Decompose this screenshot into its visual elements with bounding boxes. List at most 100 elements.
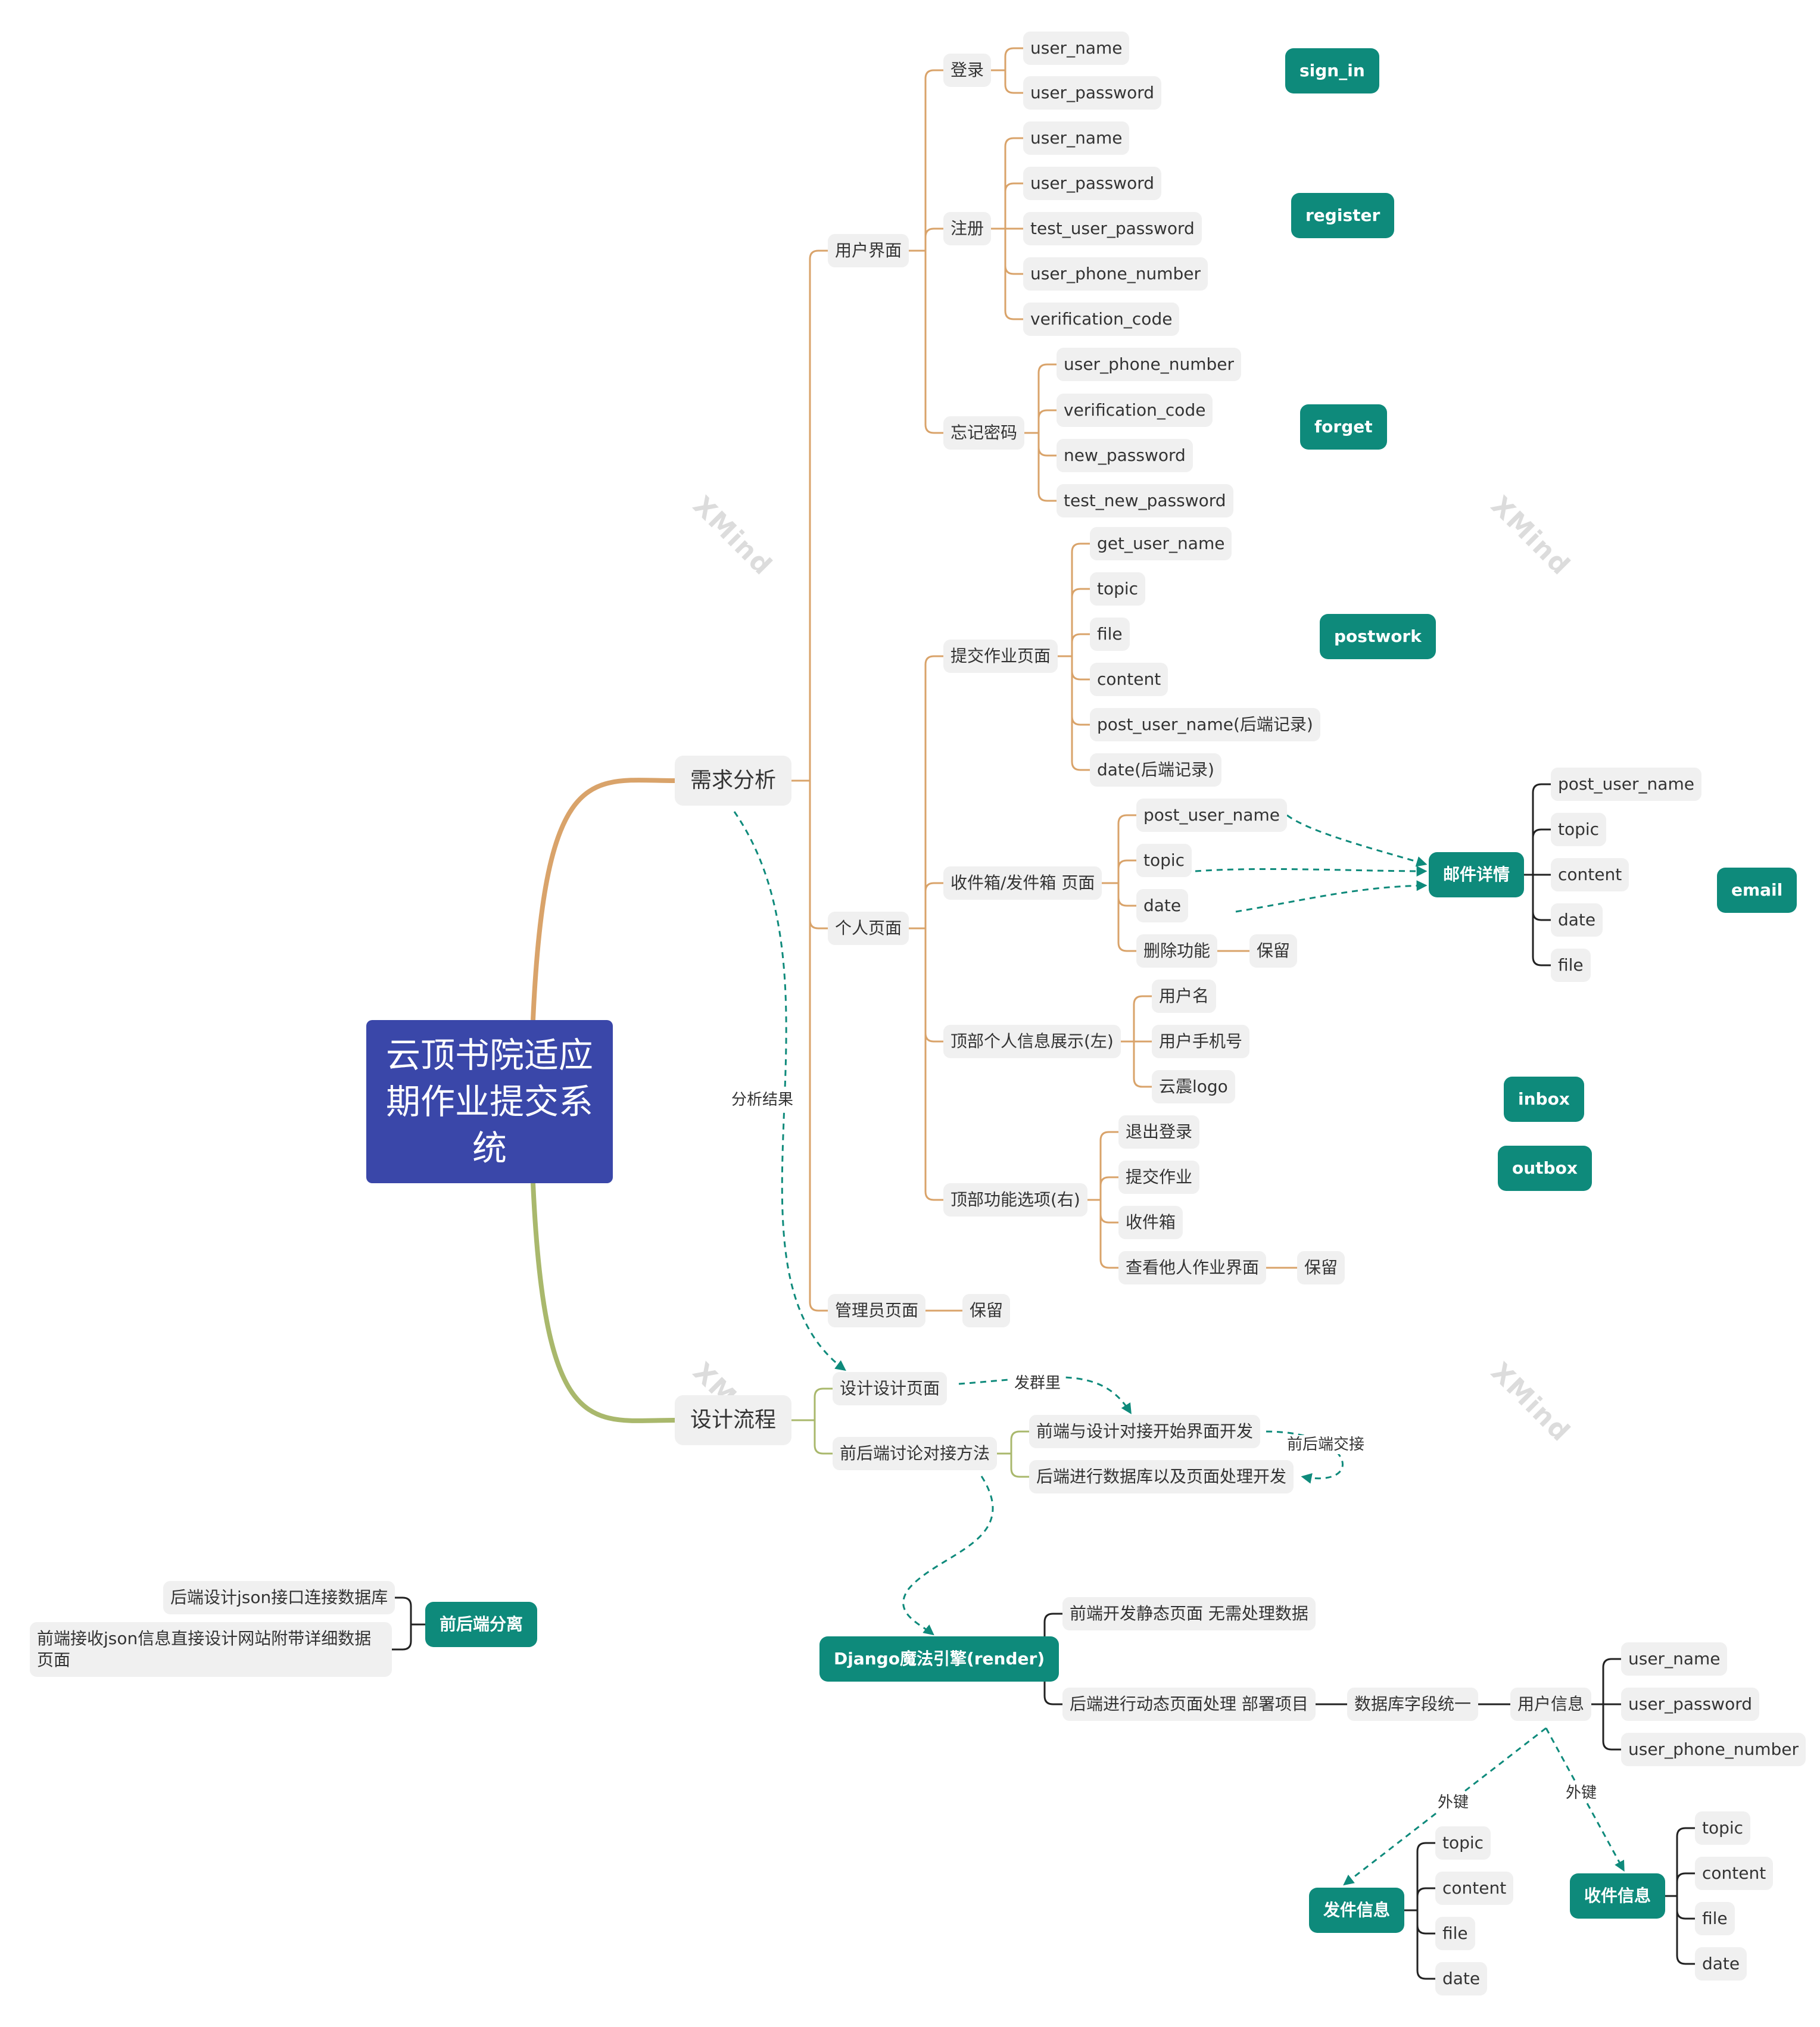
- node-n-sx-pun: post_user_name: [1136, 799, 1287, 832]
- topic-mail-detail: 邮件详情: [1429, 852, 1525, 897]
- node-n-fl2: 前端接收json信息直接设计网站附带详细数据页面: [30, 1622, 392, 1677]
- relation-arrow-analysis: [733, 811, 846, 1371]
- node-n-tj-pun: post_user_name(后端记录): [1090, 708, 1320, 741]
- connector-line: [1037, 409, 1057, 433]
- topic-admin-page: 管理员页面: [828, 1294, 926, 1327]
- topic-user-interface: 用户界面: [828, 234, 909, 267]
- node-n-sx-bl: 保留: [1249, 934, 1298, 968]
- central-topic: 云顶书院适应期作业提交系统: [366, 1020, 613, 1183]
- connector-line: [1117, 883, 1136, 952]
- node-n-dj-qd: 前端开发静态页面 无需处理数据: [1062, 1597, 1316, 1630]
- node-n-gn-tc: 退出登录: [1118, 1115, 1200, 1149]
- connector-line: [1117, 814, 1136, 883]
- relation-arrow-django: [902, 1476, 994, 1636]
- connector-line: [814, 1420, 833, 1455]
- topic-frontend-backend-separation: 前后端分离: [425, 1602, 538, 1647]
- connector-line: [1004, 182, 1023, 229]
- connector-line: [1676, 1896, 1695, 1965]
- node-n-zc-ph: user_phone_number: [1023, 257, 1208, 291]
- topic-sent-info: 发件信息: [1309, 1888, 1405, 1933]
- relation-arrow: [1286, 814, 1428, 867]
- connector-line: [1004, 70, 1023, 94]
- connector-line: [1004, 137, 1023, 229]
- relation-label-post: 发群里: [1011, 1374, 1064, 1393]
- connector-line: [924, 251, 943, 434]
- connector-line: [1532, 828, 1551, 875]
- topic-django-render: Django魔法引擎(render): [819, 1636, 1059, 1682]
- node-n-sx-topic: topic: [1136, 844, 1192, 877]
- node-n-fj-topic: topic: [1435, 1826, 1491, 1860]
- node-n-yhxx: 用户信息: [1510, 1688, 1592, 1721]
- connector-line: [1043, 1613, 1062, 1659]
- node-n-wj-tnp: test_new_password: [1057, 484, 1233, 517]
- topic-received-info: 收件信息: [1570, 1873, 1666, 1919]
- branch-design: [531, 1183, 675, 1423]
- node-n-gn-tj: 提交作业: [1118, 1161, 1200, 1194]
- node-n-wj-np: new_password: [1057, 439, 1193, 472]
- node-n-dbgn: 顶部功能选项(右): [943, 1183, 1087, 1217]
- node-n-db-sjh: 用户手机号: [1152, 1025, 1250, 1058]
- label-forget: forget: [1300, 404, 1387, 450]
- node-n-gn-bl: 保留: [1297, 1251, 1345, 1284]
- node-n-tj-gun: get_user_name: [1090, 527, 1232, 560]
- node-n-fj-file: file: [1435, 1917, 1475, 1950]
- node-n-zc: 注册: [943, 212, 992, 245]
- connector-line: [1010, 1454, 1029, 1478]
- topic-personal-page: 个人页面: [828, 912, 909, 945]
- connector-line: [1416, 1842, 1435, 1910]
- connector-line: [1532, 875, 1551, 921]
- node-n-dl: 登录: [943, 54, 992, 87]
- label-inbox: inbox: [1504, 1077, 1584, 1122]
- connector-line: [1117, 883, 1136, 907]
- label-postwork: postwork: [1320, 614, 1436, 659]
- node-n-sjx: 收件箱/发件箱 页面: [943, 866, 1102, 900]
- node-n-wj-ph: user_phone_number: [1057, 348, 1241, 381]
- connector-line: [1099, 1200, 1118, 1224]
- connector-line: [809, 781, 828, 1312]
- connector-line: [1071, 656, 1090, 726]
- node-n-sj-topic: topic: [1695, 1811, 1751, 1845]
- node-n-wjmm: 忘记密码: [943, 416, 1025, 450]
- connector-line: [1010, 1430, 1029, 1454]
- connector-line: [1676, 1872, 1695, 1896]
- connector-line: [1602, 1658, 1621, 1704]
- node-n-yj-topic: topic: [1551, 813, 1607, 846]
- node-n-qhd: 前后端讨论对接方法: [833, 1437, 998, 1470]
- connector-line: [809, 781, 828, 930]
- node-n-tj-date: date(后端记录): [1090, 753, 1221, 787]
- relation-label-analysis: 分析结果: [728, 1090, 796, 1109]
- node-n-fj-content: content: [1435, 1872, 1514, 1905]
- connector-line: [1099, 1131, 1118, 1200]
- node-n-dbgr: 顶部个人信息展示(左): [943, 1025, 1121, 1058]
- branch-requirements: [531, 778, 675, 1021]
- connector-line: [1416, 1910, 1435, 1980]
- relation-label-foreign-key: 外键: [1563, 1783, 1600, 1803]
- node-n-sj-content: content: [1695, 1857, 1774, 1890]
- connector-line: [1416, 1887, 1435, 1910]
- relation-arrow: [1195, 865, 1428, 877]
- node-n-dl-pw: user_password: [1023, 76, 1162, 110]
- connector-line: [1676, 1827, 1695, 1896]
- topic-requirements-analysis: 需求分析: [675, 756, 792, 806]
- label-register: register: [1291, 193, 1395, 238]
- connector-line: [1037, 433, 1057, 457]
- connector-line: [1037, 433, 1057, 502]
- connector-line: [924, 69, 943, 251]
- node-n-yj-pun: post_user_name: [1551, 768, 1701, 801]
- node-n-sx-del: 删除功能: [1136, 934, 1218, 968]
- node-n-yj-content: content: [1551, 858, 1629, 891]
- connector-line: [1004, 229, 1023, 320]
- node-n-fj-date: date: [1435, 1962, 1488, 1995]
- connector-line: [395, 1596, 412, 1624]
- node-n-yx-pw: user_password: [1621, 1688, 1760, 1721]
- connector-line: [1071, 656, 1090, 681]
- connector-line: [1099, 1176, 1118, 1200]
- node-n-zc-un: user_name: [1023, 121, 1130, 155]
- relation-label-handoff: 前后端交接: [1284, 1435, 1367, 1454]
- connector-line: [924, 928, 943, 1043]
- node-n-dl-un: user_name: [1023, 32, 1130, 65]
- connector-line: [1133, 995, 1152, 1041]
- node-n-zc-vc: verification_code: [1023, 303, 1180, 336]
